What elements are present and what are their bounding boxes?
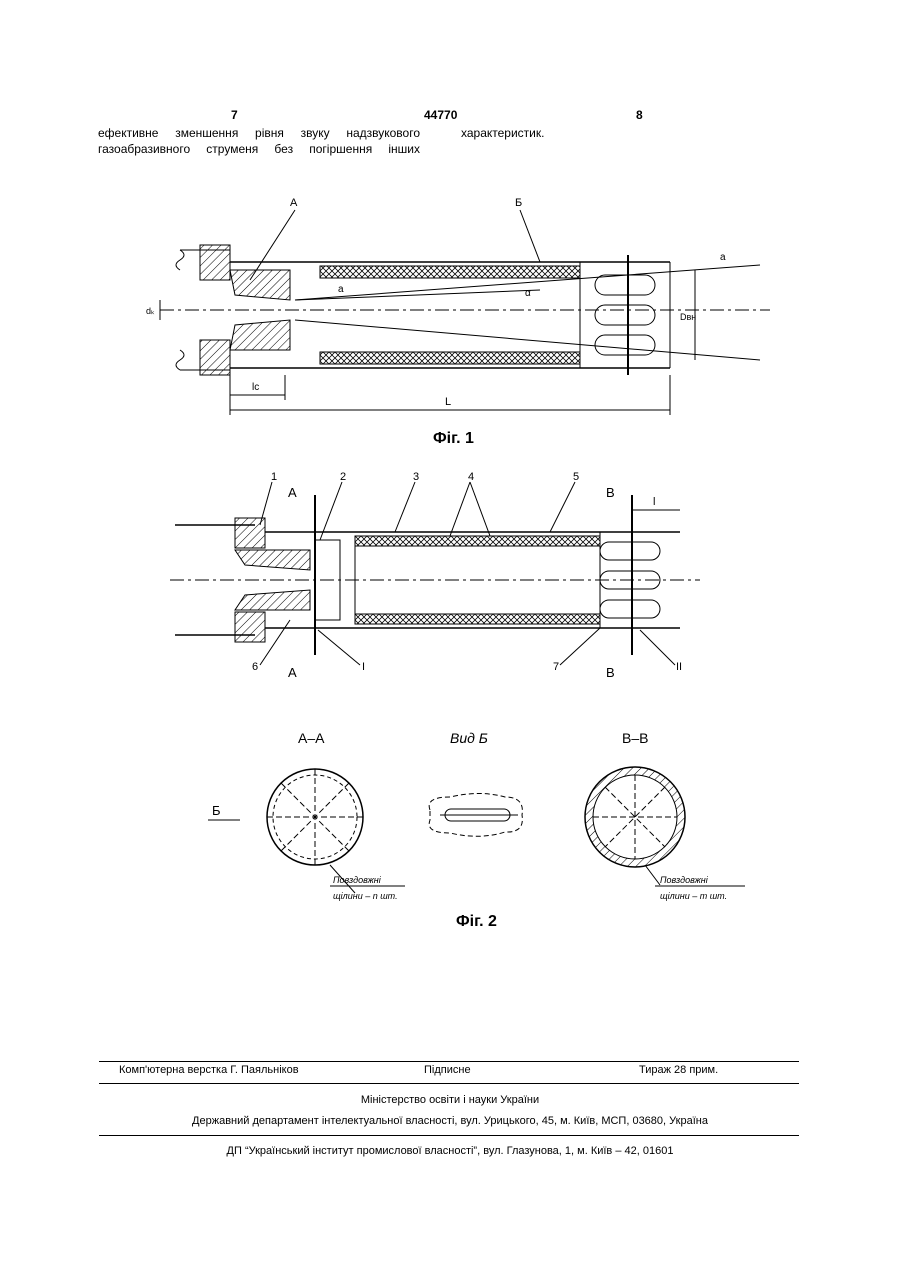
- fig2-callout-4: 4: [468, 471, 474, 483]
- fig1-label-dk: dₖ: [146, 306, 155, 316]
- view-aa-title: А–А: [298, 730, 325, 746]
- fig2-mark-I: I: [362, 661, 365, 673]
- text-line-left-2: газоабразивного струменя без погіршення …: [98, 141, 420, 157]
- footer-rule-2: [99, 1083, 799, 1084]
- fig1-label-alpha: α: [525, 288, 531, 299]
- text-line-right-1: характеристик.: [461, 125, 544, 141]
- fig2-callout-7: 7: [553, 661, 559, 673]
- view-aa-note-line1: Повздовжні: [333, 875, 382, 885]
- text-line-left-1: ефективне зменшення рівня звуку надзвуко…: [98, 125, 420, 141]
- view-vid-title: Вид Б: [450, 730, 488, 746]
- fig1-label-lc: lс: [252, 382, 259, 393]
- view-bb-title: В–В: [622, 730, 648, 746]
- footer-department: Державний департамент інтелектуальної вл…: [0, 1115, 900, 1127]
- fig2-section-B-top: В: [606, 485, 615, 500]
- page-number-left: 7: [231, 108, 238, 122]
- fig2-section-B-bottom: В: [606, 665, 615, 680]
- fig2-section-A-top: А: [288, 485, 297, 500]
- fig1-label-B: Б: [515, 197, 522, 209]
- footer-institute: ДП “Український інститут промислової вла…: [0, 1145, 900, 1157]
- figure-1-caption: Фіг. 1: [433, 430, 474, 448]
- view-aa-note-line2: щілини – n шт.: [333, 891, 398, 901]
- fig2-callout-3: 3: [413, 471, 419, 483]
- fig1-label-A: А: [290, 197, 298, 209]
- fig1-label-L: L: [445, 396, 451, 408]
- footer-circulation: Тираж 28 прим.: [639, 1064, 718, 1076]
- patent-number: 44770: [424, 108, 457, 122]
- figure-2-views: А–А Б Повздовжні щілини – n шт. Вид Б В–…: [200, 725, 760, 910]
- figure-2-caption: Фіг. 2: [456, 913, 497, 931]
- footer-ministry: Міністерство освіти і науки України: [0, 1094, 900, 1106]
- footer-rule-3: [99, 1135, 799, 1136]
- fig2-callout-1: 1: [271, 471, 277, 483]
- footer-signed: Підписне: [424, 1064, 471, 1076]
- footer-rule-1: [99, 1061, 799, 1062]
- figure-1-drawing: А Б a a α dₖ Dвн lс L: [140, 190, 780, 425]
- fig2-dim-l: l: [653, 496, 655, 508]
- fig2-mark-II: II: [676, 661, 682, 673]
- page-number-right: 8: [636, 108, 643, 122]
- view-bb-note-line1: Повздовжні: [660, 875, 709, 885]
- fig2-callout-2: 2: [340, 471, 346, 483]
- fig1-label-a-right: a: [720, 252, 726, 263]
- figure-2-drawing: 1 2 3 4 5 6 7 А А В В I II l: [160, 470, 720, 685]
- fig2-callout-5: 5: [573, 471, 579, 483]
- fig2-callout-6: 6: [252, 661, 258, 673]
- view-bb-note-line2: щілини – m шт.: [660, 891, 727, 901]
- footer-typesetting: Комп'ютерна верстка Г. Паяльніков: [119, 1064, 299, 1076]
- fig1-label-a-inner: a: [338, 284, 344, 295]
- fig2-section-A-bottom: А: [288, 665, 297, 680]
- fig1-label-Dvn: Dвн: [680, 312, 696, 322]
- view-arrow-B-label: Б: [212, 803, 221, 818]
